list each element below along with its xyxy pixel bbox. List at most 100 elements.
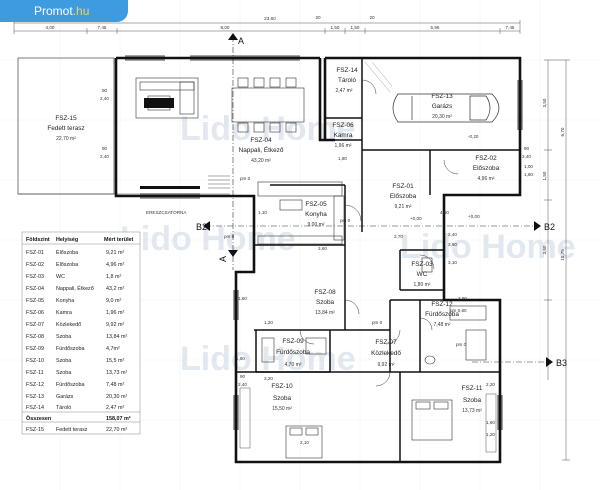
svg-text:4,7m²: 4,7m² <box>106 346 120 352</box>
svg-text:2,40: 2,40 <box>100 154 109 159</box>
room-code: FSZ-01 <box>392 183 414 190</box>
svg-text:1,80: 1,80 <box>338 156 347 161</box>
room-code: FSZ-14 <box>336 67 358 74</box>
svg-text:FSZ-02: FSZ-02 <box>26 262 44 268</box>
svg-text:15,5 m²: 15,5 m² <box>106 358 124 364</box>
svg-text:Fedett terasz: Fedett terasz <box>56 427 88 433</box>
room-name: Kamra <box>334 132 353 139</box>
room-area: 9,21 m² <box>395 204 412 210</box>
top-dim-1: 4,00 <box>46 25 55 30</box>
svg-text:1,20: 1,20 <box>264 320 273 325</box>
room-code: FSZ-10 <box>271 383 293 390</box>
room-name: Fürdőszoba <box>425 311 459 318</box>
svg-text:FSZ-12: FSZ-12 <box>26 382 44 388</box>
right-dimension-chain <box>544 59 570 461</box>
room-code: FSZ-05 <box>305 201 327 208</box>
top-dim-4: 1,50 <box>331 25 340 30</box>
table-total-value: 158,07 m² <box>106 416 131 422</box>
wardrobe <box>239 387 497 453</box>
svg-text:FSZ-09: FSZ-09 <box>26 346 44 352</box>
svg-text:13,73 m²: 13,73 m² <box>106 370 127 376</box>
room-code: FSZ-09 <box>282 338 304 345</box>
room-code: FSZ-03 <box>411 261 433 268</box>
svg-text:FSZ-11: FSZ-11 <box>26 370 44 376</box>
top-dim-7: 7,45 <box>506 25 515 30</box>
svg-text:FSZ-14: FSZ-14 <box>26 405 44 411</box>
svg-text:FSZ-05: FSZ-05 <box>26 298 44 304</box>
svg-text:pm 0,80: pm 0,80 <box>450 308 467 313</box>
room-area: 2,47 m² <box>336 88 353 94</box>
room-name: Szoba <box>273 395 292 402</box>
section-line-b3 <box>472 357 553 367</box>
room-labels: FSZ-15 Fedett terasz 22,70 m² FSZ-14 Tár… <box>47 67 499 414</box>
room-code: FSZ-11 <box>462 385 483 392</box>
room-name: Tároló <box>338 77 357 84</box>
svg-text:Konyha: Konyha <box>56 298 74 304</box>
svg-text:pm 0: pm 0 <box>372 320 383 325</box>
bathroom-fixtures <box>261 257 487 365</box>
brand-badge[interactable]: Promot.hu <box>0 0 128 22</box>
svg-text:Szoba: Szoba <box>56 370 71 376</box>
svg-text:+0,00: +0,00 <box>468 214 480 219</box>
room-name: Előszoba <box>390 193 417 200</box>
svg-text:1,60: 1,60 <box>524 172 533 177</box>
top-dim-2: 7,45 <box>98 25 107 30</box>
room-area: 13,84 m² <box>315 310 335 316</box>
kitchen-furniture <box>257 181 345 245</box>
svg-text:2,40: 2,40 <box>100 96 109 101</box>
level-marks: +0,00 +0,00 -0,20 pm 0 pm 0 pm 0 pm 0 pm… <box>224 134 480 347</box>
svg-text:9,0 m²: 9,0 m² <box>106 298 121 304</box>
svg-text:FSZ-10: FSZ-10 <box>26 358 44 364</box>
room-area: 1,96 m² <box>335 143 352 149</box>
room-name: Fedett terasz <box>47 125 84 132</box>
terrace-steps <box>208 175 230 189</box>
beds <box>285 399 453 459</box>
top-dim-6: 5,95 <box>431 25 440 30</box>
room-area: 15,50 m² <box>272 406 292 412</box>
svg-text:1,20: 1,20 <box>486 432 495 437</box>
room-name: Konyha <box>305 211 327 218</box>
room-area: 1,80 m² <box>414 282 431 288</box>
svg-text:2,47 m²: 2,47 m² <box>106 405 124 411</box>
room-code: FSZ-12 <box>431 301 453 308</box>
svg-text:1,96 m²: 1,96 m² <box>106 310 124 316</box>
svg-text:4,60: 4,60 <box>440 210 449 215</box>
room-code: FSZ-07 <box>375 339 397 346</box>
room-name: Közlekedő <box>371 350 401 357</box>
svg-text:1,8 m²: 1,8 m² <box>106 274 121 280</box>
svg-text:WC: WC <box>56 274 65 280</box>
room-name: Fürdőszoba <box>276 349 310 356</box>
svg-text:3,60: 3,60 <box>448 242 457 247</box>
right-dim-2: 6,70 <box>560 127 565 136</box>
svg-text:FSZ-08: FSZ-08 <box>26 334 44 340</box>
svg-text:7,48 m²: 7,48 m² <box>106 382 124 388</box>
gutter-label: ERESZCSATORNA <box>146 210 187 215</box>
top-dim-3: 8,00 <box>221 25 230 30</box>
interior-walls <box>236 58 520 462</box>
brand-tld: .hu <box>72 4 90 18</box>
svg-text:Szoba: Szoba <box>56 358 71 364</box>
svg-text:2,40: 2,40 <box>448 232 457 237</box>
room-area: 13,73 m² <box>462 408 482 414</box>
svg-text:3,90: 3,90 <box>458 296 467 301</box>
room-area: 7,48 m² <box>434 322 451 328</box>
svg-text:1,10: 1,10 <box>258 210 267 215</box>
svg-text:1,60: 1,60 <box>238 296 247 301</box>
svg-text:+0,00: +0,00 <box>410 216 422 221</box>
right-outer-dim: 10,75 <box>560 249 565 261</box>
section-mark-b3: B3 <box>556 358 567 368</box>
svg-text:9,21 m²: 9,21 m² <box>106 250 124 256</box>
svg-text:Fürdőszoba: Fürdőszoba <box>56 346 84 352</box>
room-code: FSZ-15 <box>55 115 77 122</box>
room-code: FSZ-13 <box>431 93 453 100</box>
svg-text:20,30 m²: 20,30 m² <box>106 394 127 400</box>
